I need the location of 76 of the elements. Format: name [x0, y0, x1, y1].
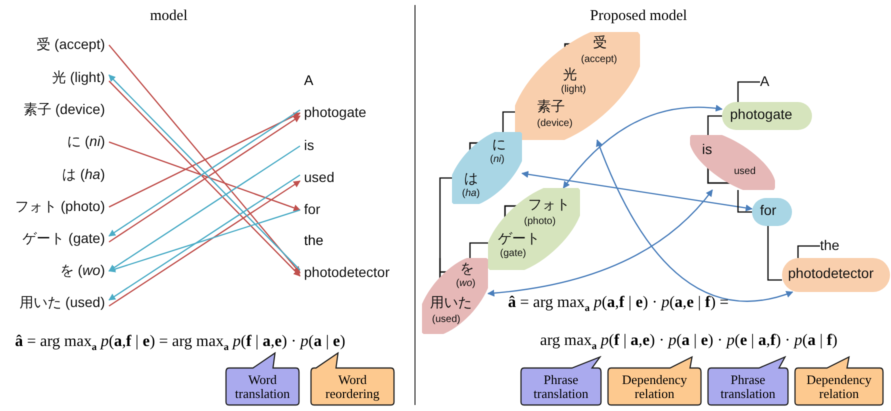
word-text: ゲート (gate) — [22, 230, 105, 248]
formula: â = arg max$_{a}$ p(a,f | e) = arg max$_{a}$ p(f | a,e) · p(a | e) — [15, 333, 346, 354]
word-text: used — [304, 169, 334, 185]
word-text: A — [304, 72, 314, 88]
tree-line — [469, 242, 488, 258]
gloss-text: (photo) — [524, 216, 556, 227]
tree-line — [502, 111, 515, 132]
arrow — [596, 139, 794, 302]
gloss-text: (used) — [432, 314, 460, 325]
word-text: the — [304, 232, 324, 248]
gloss-text: used — [734, 166, 756, 177]
word-text: photodetector — [304, 264, 390, 280]
word-text: 受 (accept) — [36, 36, 105, 54]
word-text: is — [304, 137, 314, 153]
word-text: for — [760, 202, 776, 218]
arrow — [108, 112, 301, 208]
word-text: に (ni) — [66, 133, 105, 151]
tree-line — [737, 81, 760, 102]
arrow — [562, 104, 723, 189]
word-text: 用いた (used) — [19, 294, 105, 312]
word-text: A — [760, 73, 770, 89]
tree-line — [797, 245, 820, 258]
gloss-text: (ni) — [490, 154, 504, 165]
word-group-blob — [722, 102, 812, 130]
tree-line — [439, 177, 452, 258]
word-text: 光 (light) — [52, 69, 105, 87]
callout-bubble: Phrase translation — [707, 356, 789, 406]
word-group-blob — [782, 258, 890, 292]
word-text: フォト — [528, 196, 570, 214]
arrow — [108, 145, 300, 272]
word-text: ゲート — [498, 230, 540, 248]
callout-bubble: Phrase translation — [520, 356, 602, 406]
formula: â = arg max$_{a}$ p(a,f | e) · p(a,e | f) = — [508, 294, 729, 314]
gloss-text: (wo) — [456, 278, 476, 289]
word-text: for — [304, 201, 320, 217]
word-text: を — [460, 260, 474, 278]
arrow — [108, 209, 300, 272]
callout-bubble: Dependency relation — [794, 356, 884, 406]
callout-bubble: Word translation — [225, 352, 300, 406]
formula: arg max$_{a}$ p(f | a,e) · p(a | e) · p(e | a,f) · p(a | f) — [540, 332, 838, 352]
panel-title: model — [150, 8, 188, 25]
word-group-blob — [690, 135, 775, 190]
word-text: 用いた — [430, 294, 472, 312]
word-text: photodetector — [788, 265, 874, 281]
gloss-text: (ha) — [462, 188, 480, 199]
gloss-text: (accept) — [581, 54, 618, 65]
word-text: に — [492, 136, 506, 154]
tree-line — [737, 190, 752, 213]
word-text: フォト (photo) — [14, 198, 105, 216]
word-text: photogate — [730, 106, 792, 122]
word-group-blob — [452, 132, 522, 204]
tree-line — [707, 115, 722, 135]
panel-title: Proposed model — [590, 8, 688, 25]
word-group-blob — [422, 258, 488, 334]
word-text: 光 — [563, 66, 577, 84]
word-text: 受 — [593, 34, 607, 52]
gloss-text: (gate) — [500, 248, 526, 259]
arrow — [487, 189, 713, 296]
word-text: を (wo) — [60, 262, 105, 280]
gloss-text: (device) — [537, 118, 573, 129]
word-text: is — [702, 141, 712, 157]
word-text: は (ha) — [62, 166, 105, 184]
word-text: 素子 — [537, 98, 565, 116]
callout-bubble: Word reordering — [310, 352, 395, 406]
arrow — [521, 170, 753, 212]
word-group-blob — [488, 188, 580, 270]
word-text: 素子 (device) — [23, 101, 105, 119]
callout-bubble: Dependency relation — [607, 356, 702, 406]
word-group-blob — [515, 32, 640, 140]
word-text: the — [820, 237, 840, 253]
tree-line — [767, 226, 782, 281]
arrow — [108, 141, 301, 212]
word-text: photogate — [304, 104, 366, 120]
word-group-blob — [752, 198, 792, 226]
word-text: は — [464, 170, 478, 188]
gloss-text: (light) — [561, 84, 586, 95]
